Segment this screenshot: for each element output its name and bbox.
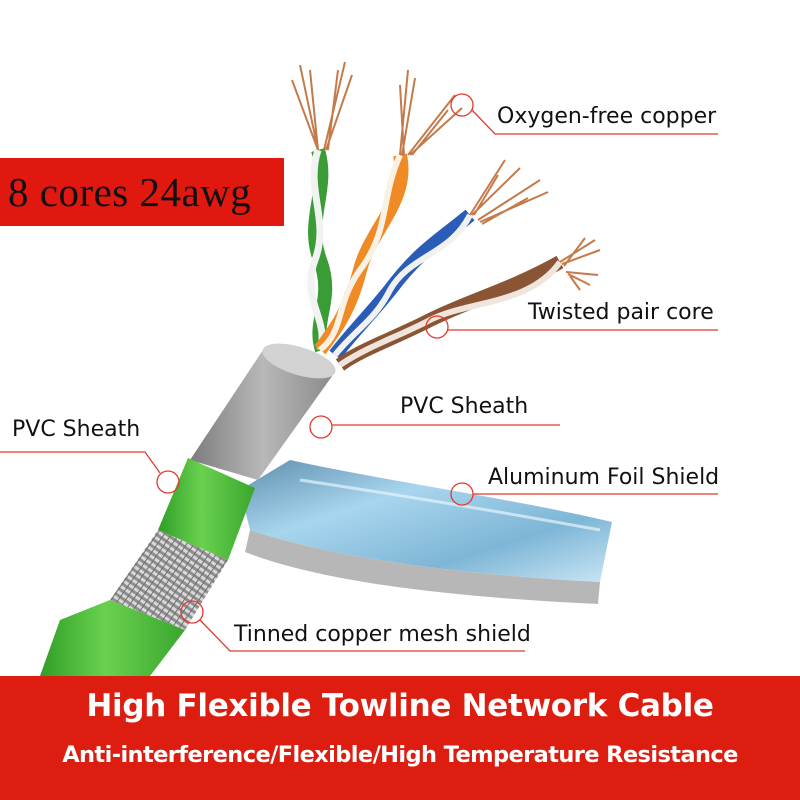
grey-pvc-sheath (190, 350, 335, 480)
tinned-copper-mesh-label: Tinned copper mesh shield (234, 622, 531, 647)
cores-badge-text: 8 cores 24awg (8, 169, 252, 215)
oxygen-free-copper-label: Oxygen-free copper (497, 104, 717, 129)
aluminum-foil-shield-label: Aluminum Foil Shield (488, 465, 720, 490)
copper-strands (291, 61, 601, 291)
banner-subtitle: Anti-interference/Flexible/High Temperat… (62, 742, 738, 768)
pvc-sheath-inner-label: PVC Sheath (400, 394, 529, 419)
twisted-pair-core-label: Twisted pair core (528, 300, 714, 325)
banner-title: High Flexible Towline Network Cable (86, 688, 714, 724)
aluminum-foil (240, 460, 612, 582)
cores-badge: 8 cores 24awg (0, 158, 284, 226)
pvc-sheath-outer-label: PVC Sheath (12, 417, 141, 442)
green-jacket-upper (158, 458, 255, 560)
copper-braid (110, 530, 228, 630)
green-jacket-lower (40, 600, 185, 676)
footer-banner (0, 676, 800, 800)
